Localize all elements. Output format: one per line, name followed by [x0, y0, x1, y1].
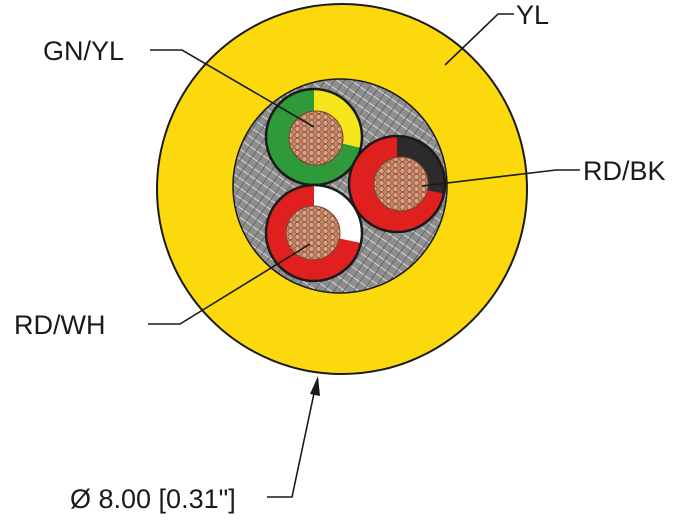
- leader-line-rd-bk: [421, 169, 580, 187]
- dimension-arrowhead: [310, 376, 320, 396]
- label-diameter: Ø 8.00 [0.31"]: [70, 484, 236, 514]
- dimension-leader: [267, 383, 317, 498]
- label-yl: YL: [516, 0, 549, 30]
- label-gn-yl: GN/YL: [43, 36, 124, 66]
- strand-bundle-rd-bk: [373, 156, 429, 212]
- leader-line-yl: [444, 13, 514, 66]
- label-rd-bk: RD/BK: [583, 156, 666, 186]
- leader-line-rd-wh: [148, 243, 311, 325]
- strand-bundle-rd-wh: [285, 205, 341, 261]
- strand-bundle-gn-yl: [288, 110, 344, 166]
- label-rd-wh: RD/WH: [14, 310, 105, 340]
- leader-line-gn-yl: [150, 49, 315, 128]
